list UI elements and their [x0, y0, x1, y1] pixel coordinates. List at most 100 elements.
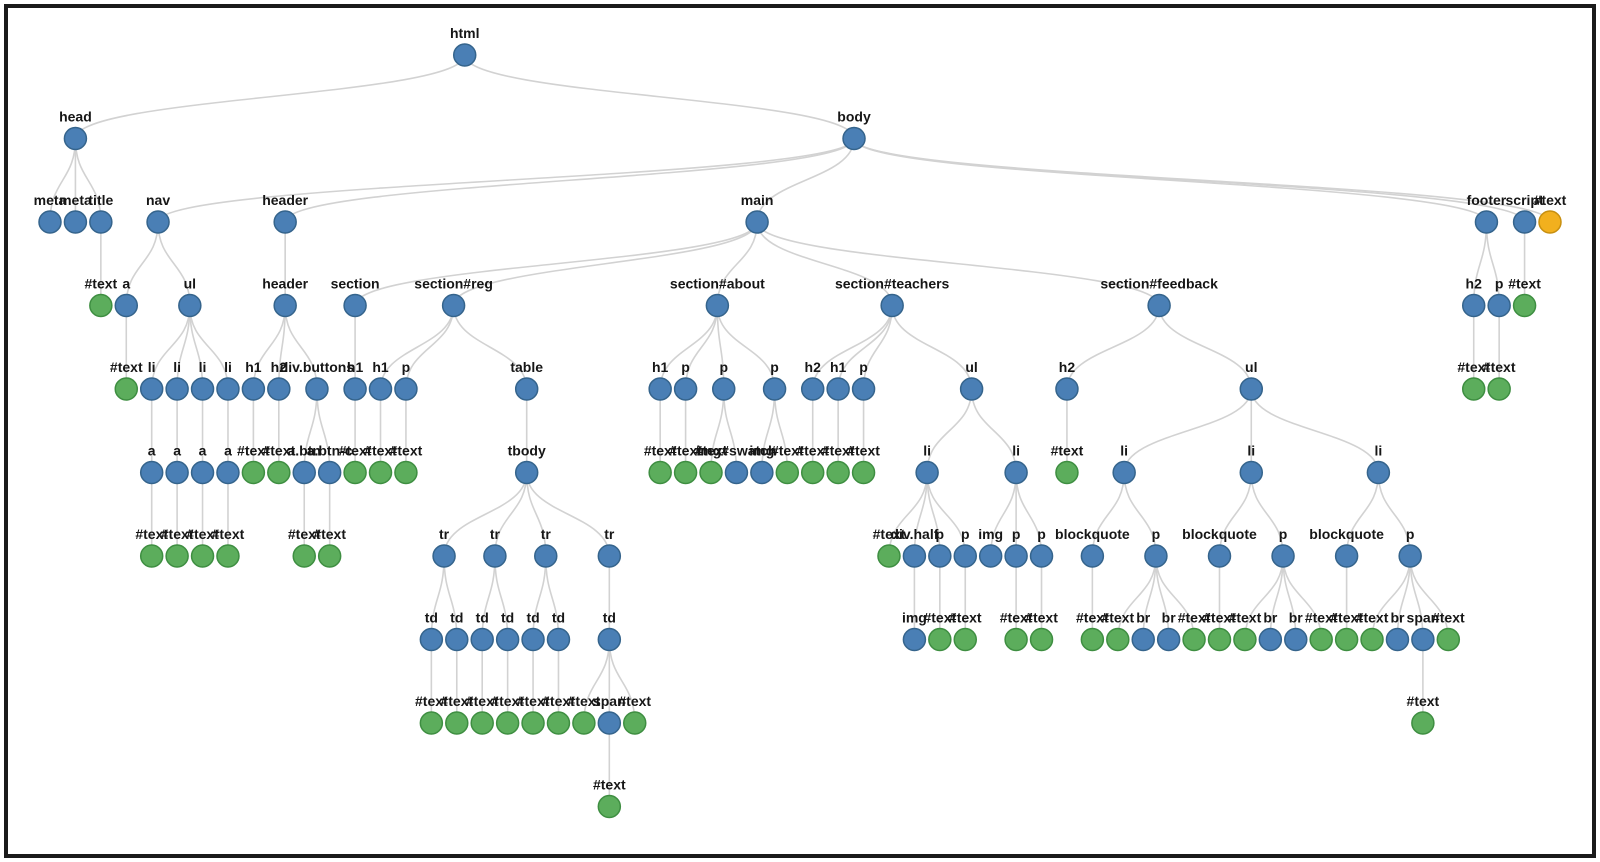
tree-node-text[interactable]	[241, 460, 266, 485]
tree-node-section-teachers[interactable]	[880, 293, 904, 318]
tree-node-br[interactable]	[1258, 627, 1283, 652]
tree-node-text[interactable]	[292, 544, 316, 568]
tree-node-tr[interactable]	[432, 544, 456, 568]
tree-node-li[interactable]	[139, 377, 164, 401]
tree-node-header[interactable]	[273, 210, 297, 234]
tree-node-li[interactable]	[165, 377, 189, 401]
tree-node-text[interactable]	[546, 711, 571, 735]
tree-node-td[interactable]	[419, 627, 444, 652]
tree-node-li[interactable]	[216, 377, 240, 401]
tree-node-h1[interactable]	[343, 377, 367, 401]
tree-node-text[interactable]	[1309, 627, 1333, 652]
tree-node-head[interactable]	[63, 126, 88, 151]
tree-node-text[interactable]	[165, 544, 189, 568]
tree-node-p[interactable]	[1144, 544, 1168, 568]
tree-node-footer[interactable]	[1474, 210, 1499, 234]
tree-node-text[interactable]	[1055, 460, 1079, 485]
tree-node-text[interactable]	[343, 460, 367, 485]
tree-node-h1[interactable]	[826, 377, 850, 401]
tree-node-text[interactable]	[495, 711, 520, 735]
tree-node-span[interactable]	[597, 711, 622, 735]
tree-node-p[interactable]	[762, 377, 787, 401]
tree-node-h2[interactable]	[1055, 377, 1079, 401]
tree-node-a[interactable]	[114, 293, 139, 318]
tree-node-text[interactable]	[368, 460, 393, 485]
tree-node-br[interactable]	[1131, 627, 1155, 652]
tree-node-text[interactable]	[851, 460, 876, 485]
tree-node-img[interactable]	[902, 627, 927, 652]
tree-node-text[interactable]	[267, 460, 291, 485]
tree-node-table[interactable]	[514, 377, 539, 401]
tree-node-text[interactable]	[1512, 293, 1537, 318]
tree-node-p[interactable]	[953, 544, 978, 568]
tree-node-a-btn[interactable]	[292, 460, 316, 485]
tree-node-h1[interactable]	[241, 377, 266, 401]
tree-node-ul[interactable]	[959, 377, 984, 401]
tree-node-h2[interactable]	[1461, 293, 1486, 318]
tree-node-img[interactable]	[978, 544, 1003, 568]
tree-node-body[interactable]	[842, 126, 866, 151]
tree-node-ul[interactable]	[1239, 377, 1264, 401]
tree-node-blockquote[interactable]	[1207, 544, 1232, 568]
tree-node-text[interactable]	[1029, 627, 1054, 652]
tree-node-text[interactable]	[317, 544, 342, 568]
tree-node-text[interactable]	[928, 627, 952, 652]
tree-node-br[interactable]	[1385, 627, 1410, 652]
tree-node-text[interactable]	[190, 544, 215, 568]
tree-node-text[interactable]	[648, 460, 672, 485]
tree-node-text[interactable]	[445, 711, 469, 735]
tree-node-nav[interactable]	[146, 210, 170, 234]
tree-node-section[interactable]	[343, 293, 367, 318]
tree-node-html[interactable]	[452, 43, 477, 67]
tree-node-h2[interactable]	[267, 377, 291, 401]
tree-node-td[interactable]	[597, 627, 622, 652]
tree-node-div-buttons[interactable]	[305, 377, 329, 401]
tree-node-tbody[interactable]	[514, 460, 539, 485]
tree-node-text[interactable]	[800, 460, 825, 485]
tree-node-br[interactable]	[1156, 627, 1181, 652]
tree-node-text[interactable]	[1004, 627, 1028, 652]
tree-node-header[interactable]	[273, 293, 297, 318]
tree-node-text[interactable]	[1411, 711, 1435, 735]
tree-node-td[interactable]	[470, 627, 494, 652]
tree-node-main[interactable]	[745, 210, 769, 234]
tree-node-p[interactable]	[928, 544, 952, 568]
tree-node-a[interactable]	[190, 460, 215, 485]
tree-node-text[interactable]	[1080, 627, 1105, 652]
tree-node-h2[interactable]	[800, 377, 825, 401]
tree-node-a[interactable]	[165, 460, 189, 485]
tree-node-text[interactable]	[1233, 627, 1257, 652]
tree-node-text[interactable]	[139, 544, 164, 568]
tree-node-p[interactable]	[1004, 544, 1028, 568]
tree-node-tr[interactable]	[597, 544, 622, 568]
tree-node-text[interactable]	[1436, 627, 1461, 652]
tree-node-text[interactable]	[114, 377, 139, 401]
tree-node-li[interactable]	[190, 377, 215, 401]
tree-node-p[interactable]	[1398, 544, 1422, 568]
tree-node-blockquote[interactable]	[1080, 544, 1105, 568]
tree-node-text[interactable]	[1487, 377, 1511, 401]
tree-node-section-about[interactable]	[705, 293, 730, 318]
tree-node-text[interactable]	[216, 544, 240, 568]
tree-node-text[interactable]	[89, 293, 113, 318]
tree-node-text[interactable]	[470, 711, 494, 735]
tree-node-text[interactable]	[1106, 627, 1130, 652]
tree-node-ul[interactable]	[178, 293, 202, 318]
tree-node-div-half[interactable]	[902, 544, 927, 568]
tree-node-li[interactable]	[1112, 460, 1136, 485]
tree-node-title[interactable]	[89, 210, 113, 234]
tree-node-li[interactable]	[1366, 460, 1391, 485]
tree-node-td[interactable]	[445, 627, 469, 652]
tree-node-text[interactable]	[597, 794, 622, 819]
tree-node-script[interactable]	[1512, 210, 1537, 234]
tree-node-br[interactable]	[1284, 627, 1308, 652]
tree-node-p[interactable]	[394, 377, 418, 401]
tree-node-text[interactable]	[877, 544, 901, 568]
tree-node-text[interactable]	[953, 627, 978, 652]
tree-node-section-feedback[interactable]	[1147, 293, 1171, 318]
tree-node-tr[interactable]	[483, 544, 507, 568]
tree-node-text[interactable]	[1334, 627, 1359, 652]
tree-node-h1[interactable]	[368, 377, 393, 401]
tree-node-tr[interactable]	[534, 544, 558, 568]
tree-node-meta[interactable]	[63, 210, 88, 234]
